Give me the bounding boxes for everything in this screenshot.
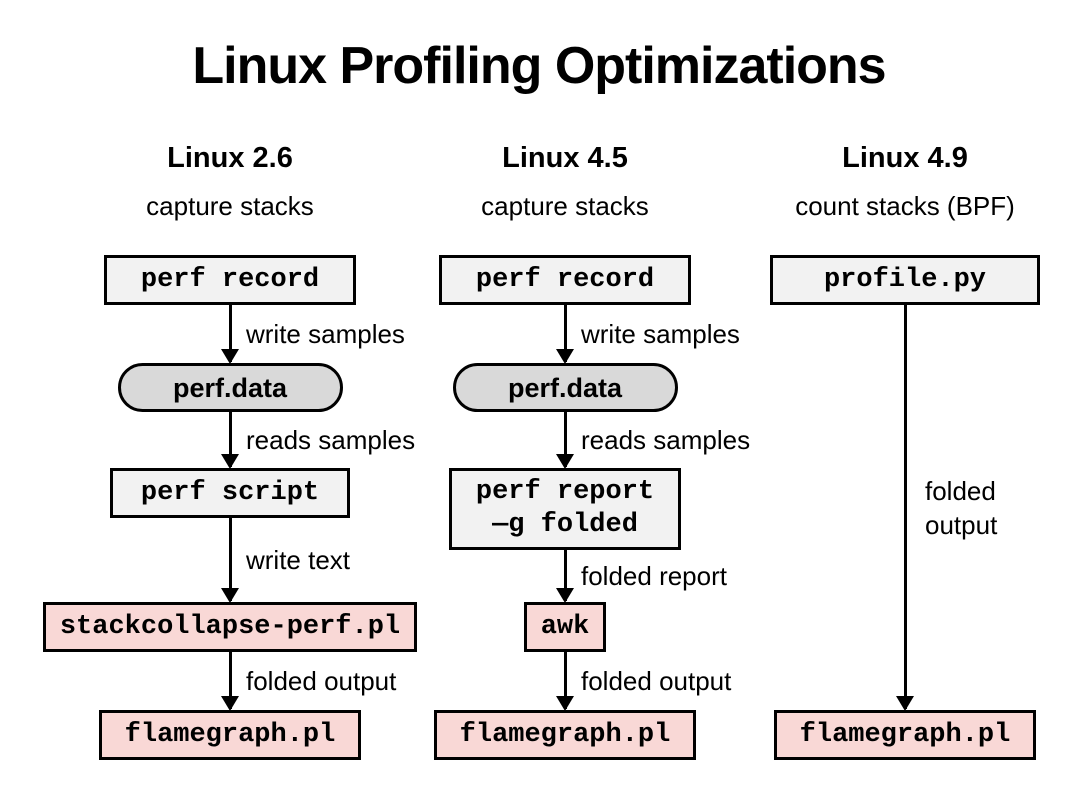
arrow-line [228, 412, 232, 467]
node-stackcollapse: stackcollapse-perf.pl [42, 602, 418, 652]
connector-write-text: write text [25, 518, 435, 603]
arrow-line [563, 305, 567, 362]
column-linux-4-5: Linux 4.5 capture stacks perf record wri… [420, 140, 750, 760]
arrow-label: folded output [246, 666, 397, 696]
down-arrow-icon [556, 588, 574, 603]
node-label-line1: perf report [475, 477, 655, 507]
column-header: Linux 4.5 [502, 142, 628, 174]
down-arrow-icon [556, 349, 574, 364]
arrow-line [228, 652, 232, 709]
arrow-label: write text [246, 545, 351, 575]
node-label: flamegraph.pl [799, 720, 1011, 750]
node-label: flamegraph.pl [124, 720, 336, 750]
connector-folded-output: folded output [740, 305, 1070, 711]
node-flamegraph: flamegraph.pl [99, 710, 361, 760]
arrow-label: reads samples [246, 425, 416, 455]
arrow-line [563, 550, 567, 601]
down-arrow-icon [896, 696, 914, 711]
node-label: profile.py [823, 265, 987, 295]
connector-folded-report: folded report [420, 550, 727, 603]
arrow-label: folded output [925, 475, 998, 540]
node-label: awk [540, 612, 590, 642]
node-perf-script: perf script [110, 468, 350, 518]
node-perf-record: perf record [104, 255, 356, 305]
arrow-line [563, 412, 567, 467]
node-flamegraph: flamegraph.pl [774, 710, 1036, 760]
arrow-line [563, 652, 567, 709]
column-header: Linux 4.9 [842, 142, 968, 174]
down-arrow-icon [221, 454, 239, 469]
node-label-line2: —g folded [492, 510, 638, 540]
node-awk: awk [523, 602, 607, 652]
connector-write-samples: write samples [420, 305, 740, 364]
page-title: Linux Profiling Optimizations [192, 37, 886, 95]
node-label: flamegraph.pl [459, 720, 671, 750]
down-arrow-icon [221, 588, 239, 603]
arrow-label: folded report [581, 561, 727, 591]
node-profile-py: profile.py [770, 255, 1040, 305]
down-arrow-icon [556, 454, 574, 469]
arrow-line [228, 305, 232, 362]
node-label: perf record [475, 265, 655, 295]
flow-caption: count stacks (BPF) [795, 191, 1015, 221]
arrow-line [903, 305, 907, 709]
connector-folded-output: folded output [25, 652, 435, 711]
arrow-label: write samples [581, 319, 740, 349]
node-perf-report: perf report —g folded [449, 468, 681, 550]
down-arrow-icon [221, 696, 239, 711]
down-arrow-icon [556, 696, 574, 711]
node-perf-data: perf.data [452, 363, 678, 412]
arrow-line [228, 518, 232, 601]
connector-folded-output: folded output [420, 652, 731, 711]
node-perf-data: perf.data [117, 363, 343, 412]
column-linux-4-9: Linux 4.9 count stacks (BPF) profile.py … [740, 140, 1070, 760]
node-label: perf script [140, 478, 320, 508]
node-label: perf.data [172, 372, 288, 403]
node-label: stackcollapse-perf.pl [59, 612, 401, 642]
node-flamegraph: flamegraph.pl [434, 710, 696, 760]
flow-caption: capture stacks [146, 191, 314, 221]
node-label: perf record [140, 265, 320, 295]
arrow-label: folded output [581, 666, 732, 696]
connector-reads-samples: reads samples [420, 412, 750, 469]
column-linux-2-6: Linux 2.6 capture stacks perf record wri… [25, 140, 435, 760]
connector-reads-samples: reads samples [25, 412, 435, 469]
node-perf-record: perf record [439, 255, 691, 305]
down-arrow-icon [221, 349, 239, 364]
connector-write-samples: write samples [25, 305, 435, 364]
arrow-label: reads samples [581, 425, 751, 455]
arrow-label: write samples [246, 319, 405, 349]
column-header: Linux 2.6 [167, 142, 293, 174]
node-label: perf.data [507, 372, 623, 403]
flow-caption: capture stacks [481, 191, 649, 221]
